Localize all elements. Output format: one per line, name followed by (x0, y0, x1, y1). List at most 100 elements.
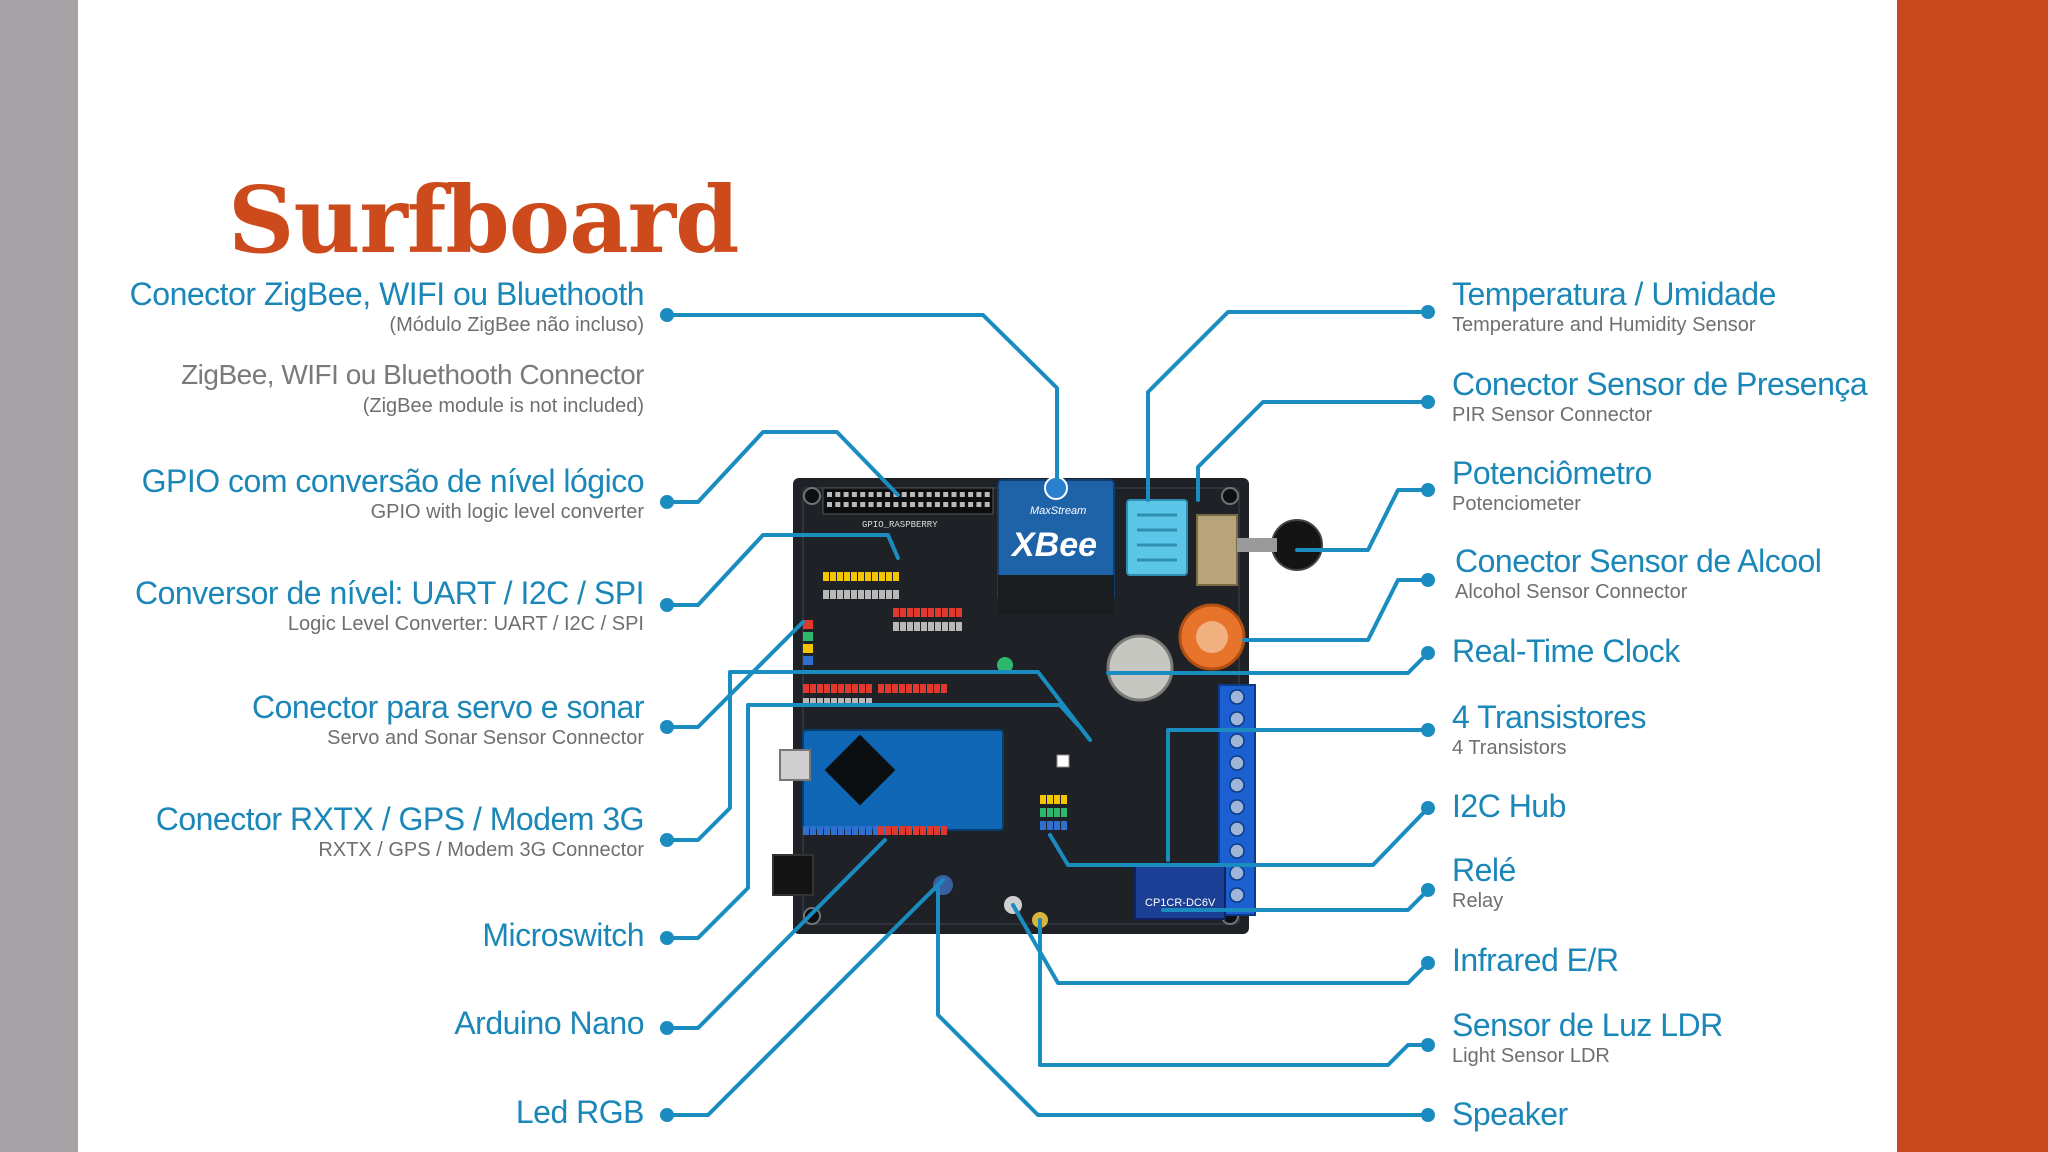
header-strips (803, 572, 1067, 835)
leader-dot-icon (660, 833, 674, 847)
xbee-name-text: XBee (1010, 526, 1097, 564)
level-converter-pin (803, 644, 813, 653)
gpio-pin (926, 502, 932, 507)
header-pin (914, 608, 920, 617)
leader-dot-icon (1421, 1108, 1435, 1122)
header-pin (893, 572, 899, 581)
callout-en: Servo and Sonar Sensor Connector (327, 727, 644, 749)
gpio-pin (926, 492, 932, 497)
callout-pt: Conector ZigBee, WIFI ou Bluethooth (129, 276, 645, 312)
gpio-pin (968, 492, 974, 497)
header-pin (866, 826, 872, 835)
header-pin (956, 622, 962, 631)
header-pin (949, 608, 955, 617)
header-pin (851, 590, 857, 599)
relay-marking: CP1CR-DC6V (1145, 897, 1216, 909)
terminal-screw-icon (1229, 711, 1245, 727)
header-pin (927, 826, 933, 835)
callout-pt: I2C Hub (1452, 788, 1566, 824)
callout-pt: Temperatura / Umidade (1452, 276, 1776, 312)
gpio-pin (976, 502, 982, 507)
gpio-pin (910, 492, 915, 497)
header-pin (1054, 795, 1060, 804)
leader-line (1011, 903, 1430, 985)
gpio-pin (851, 492, 857, 497)
callout-servo-sonar: Conector para servo e sonar Servo and So… (252, 689, 645, 751)
header-pin (824, 698, 830, 707)
leader-dot-icon (660, 931, 674, 945)
callout-i2c-hub: I2C Hub (1452, 788, 1566, 824)
callout-en: GPIO with logic level converter (370, 501, 644, 523)
leader-line (665, 533, 900, 607)
gpio-pin (959, 492, 965, 497)
rgb-led-icon (997, 657, 1013, 673)
potentiometer-shaft (1237, 538, 1277, 552)
terminal-screw-icon (1229, 821, 1245, 837)
callout-ldr: Sensor de Luz LDR Light Sensor LDR (1452, 1007, 1723, 1069)
header-pin (907, 622, 913, 631)
header-pin (942, 622, 948, 631)
header-pin (928, 608, 934, 617)
header-pin (907, 608, 913, 617)
header-pin (803, 684, 809, 693)
callout-zigbee-connector: Conector ZigBee, WIFI ou Bluethooth (Mód… (129, 276, 645, 338)
xbee-module: MaxStream XBee (997, 476, 1115, 615)
callout-arduino-nano: Arduino Nano (454, 1005, 644, 1041)
header-pin (934, 826, 940, 835)
gpio-pin (943, 492, 949, 497)
gpio-pin (827, 492, 832, 497)
leader-line (1295, 488, 1430, 552)
header-pin (899, 826, 905, 835)
terminal-screw-icon (1229, 755, 1245, 771)
header-pin (838, 698, 844, 707)
leader-dot-icon (1421, 395, 1435, 409)
header-pin (830, 572, 836, 581)
header-pin (810, 698, 816, 707)
header-pin (824, 684, 830, 693)
gpio-pin (984, 492, 990, 497)
callout-pt: Conversor de nível: UART / I2C / SPI (134, 575, 645, 611)
callout-en: 4 Transistors (1452, 737, 1567, 759)
gpio-pin (835, 492, 841, 497)
leader-line (665, 878, 945, 1117)
leader-line (665, 620, 805, 729)
header-pin (900, 622, 906, 631)
header-pin (920, 684, 926, 693)
header-pin (913, 684, 919, 693)
potentiometer-knob-icon (1271, 519, 1323, 571)
callout-pt: Microswitch (482, 917, 644, 953)
rtc-battery-icon (1106, 634, 1174, 702)
header-pin (1054, 808, 1060, 817)
header-pin (892, 684, 898, 693)
header-pin (1061, 808, 1067, 817)
dc-jack (772, 854, 814, 896)
leader-line (665, 313, 1059, 482)
callout-level-converter: Conversor de nível: UART / I2C / SPI Log… (134, 575, 645, 637)
header-pin (1054, 821, 1060, 830)
header-pin (879, 590, 885, 599)
header-pin (886, 590, 892, 599)
gpio-pin (868, 502, 874, 507)
callout-pt: Infrared E/R (1452, 942, 1619, 978)
leader-dot-icon (1421, 883, 1435, 897)
level-converter-pin (803, 656, 813, 665)
header-pin (921, 608, 927, 617)
callout-pt: Conector Sensor de Alcool (1455, 543, 1822, 579)
header-pin (845, 684, 851, 693)
leader-line (665, 670, 1092, 842)
gpio-pin (934, 502, 940, 507)
header-pin (906, 826, 912, 835)
level-converter-pin (803, 620, 813, 629)
slide-title: Surfboard (228, 166, 739, 274)
header-pin (866, 684, 872, 693)
leader-line (1106, 651, 1430, 675)
leader-line (1166, 728, 1430, 862)
terminal-screw-icon (1229, 865, 1245, 881)
potentiometer-body (1196, 514, 1238, 586)
level-converter-pin (803, 632, 813, 641)
callout-pt: ZigBee, WIFI ou Bluethooth Connector (181, 359, 644, 390)
leader-dot-icon (660, 495, 674, 509)
callout-transistors: 4 Transistores 4 Transistors (1452, 699, 1646, 761)
leader-dot-icon (1421, 483, 1435, 497)
gpio-pin (827, 502, 832, 507)
